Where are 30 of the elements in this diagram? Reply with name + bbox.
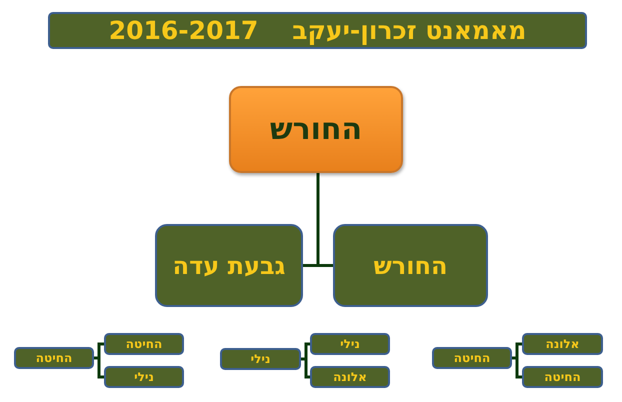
- team-name: נילי: [340, 337, 360, 351]
- team-box: [522, 366, 603, 388]
- team-box: [220, 348, 301, 370]
- team-name: נילי: [250, 352, 270, 366]
- team-box: [522, 333, 603, 355]
- team-box: [333, 224, 488, 307]
- team-name: אלונה: [333, 370, 367, 384]
- team-name: החיטה: [36, 351, 72, 365]
- title-banner: [48, 12, 587, 49]
- team-name: החורש: [270, 112, 362, 147]
- team-box: [14, 347, 94, 369]
- team-box: [310, 333, 390, 355]
- team-box: [310, 366, 390, 388]
- team-name: החורש: [374, 252, 448, 280]
- team-name: החיטה: [126, 337, 162, 351]
- team-name: החיטה: [454, 351, 490, 365]
- connector-line: [303, 173, 320, 267]
- team-box: [432, 347, 512, 369]
- team-name: אלונה: [546, 337, 580, 351]
- team-box: [155, 224, 303, 307]
- team-name: גבעת עדה: [172, 252, 286, 280]
- team-box: [104, 366, 184, 388]
- season-text: 2016-2017: [108, 16, 258, 45]
- top-team-box: [229, 86, 403, 173]
- connector-line: [94, 356, 104, 378]
- title-text: מאמאנט זכרון-יעקב: [292, 16, 526, 45]
- team-box: [104, 333, 184, 355]
- connector-line: [512, 356, 522, 378]
- team-name: נילי: [134, 370, 154, 384]
- team-name: החיטה: [544, 370, 581, 384]
